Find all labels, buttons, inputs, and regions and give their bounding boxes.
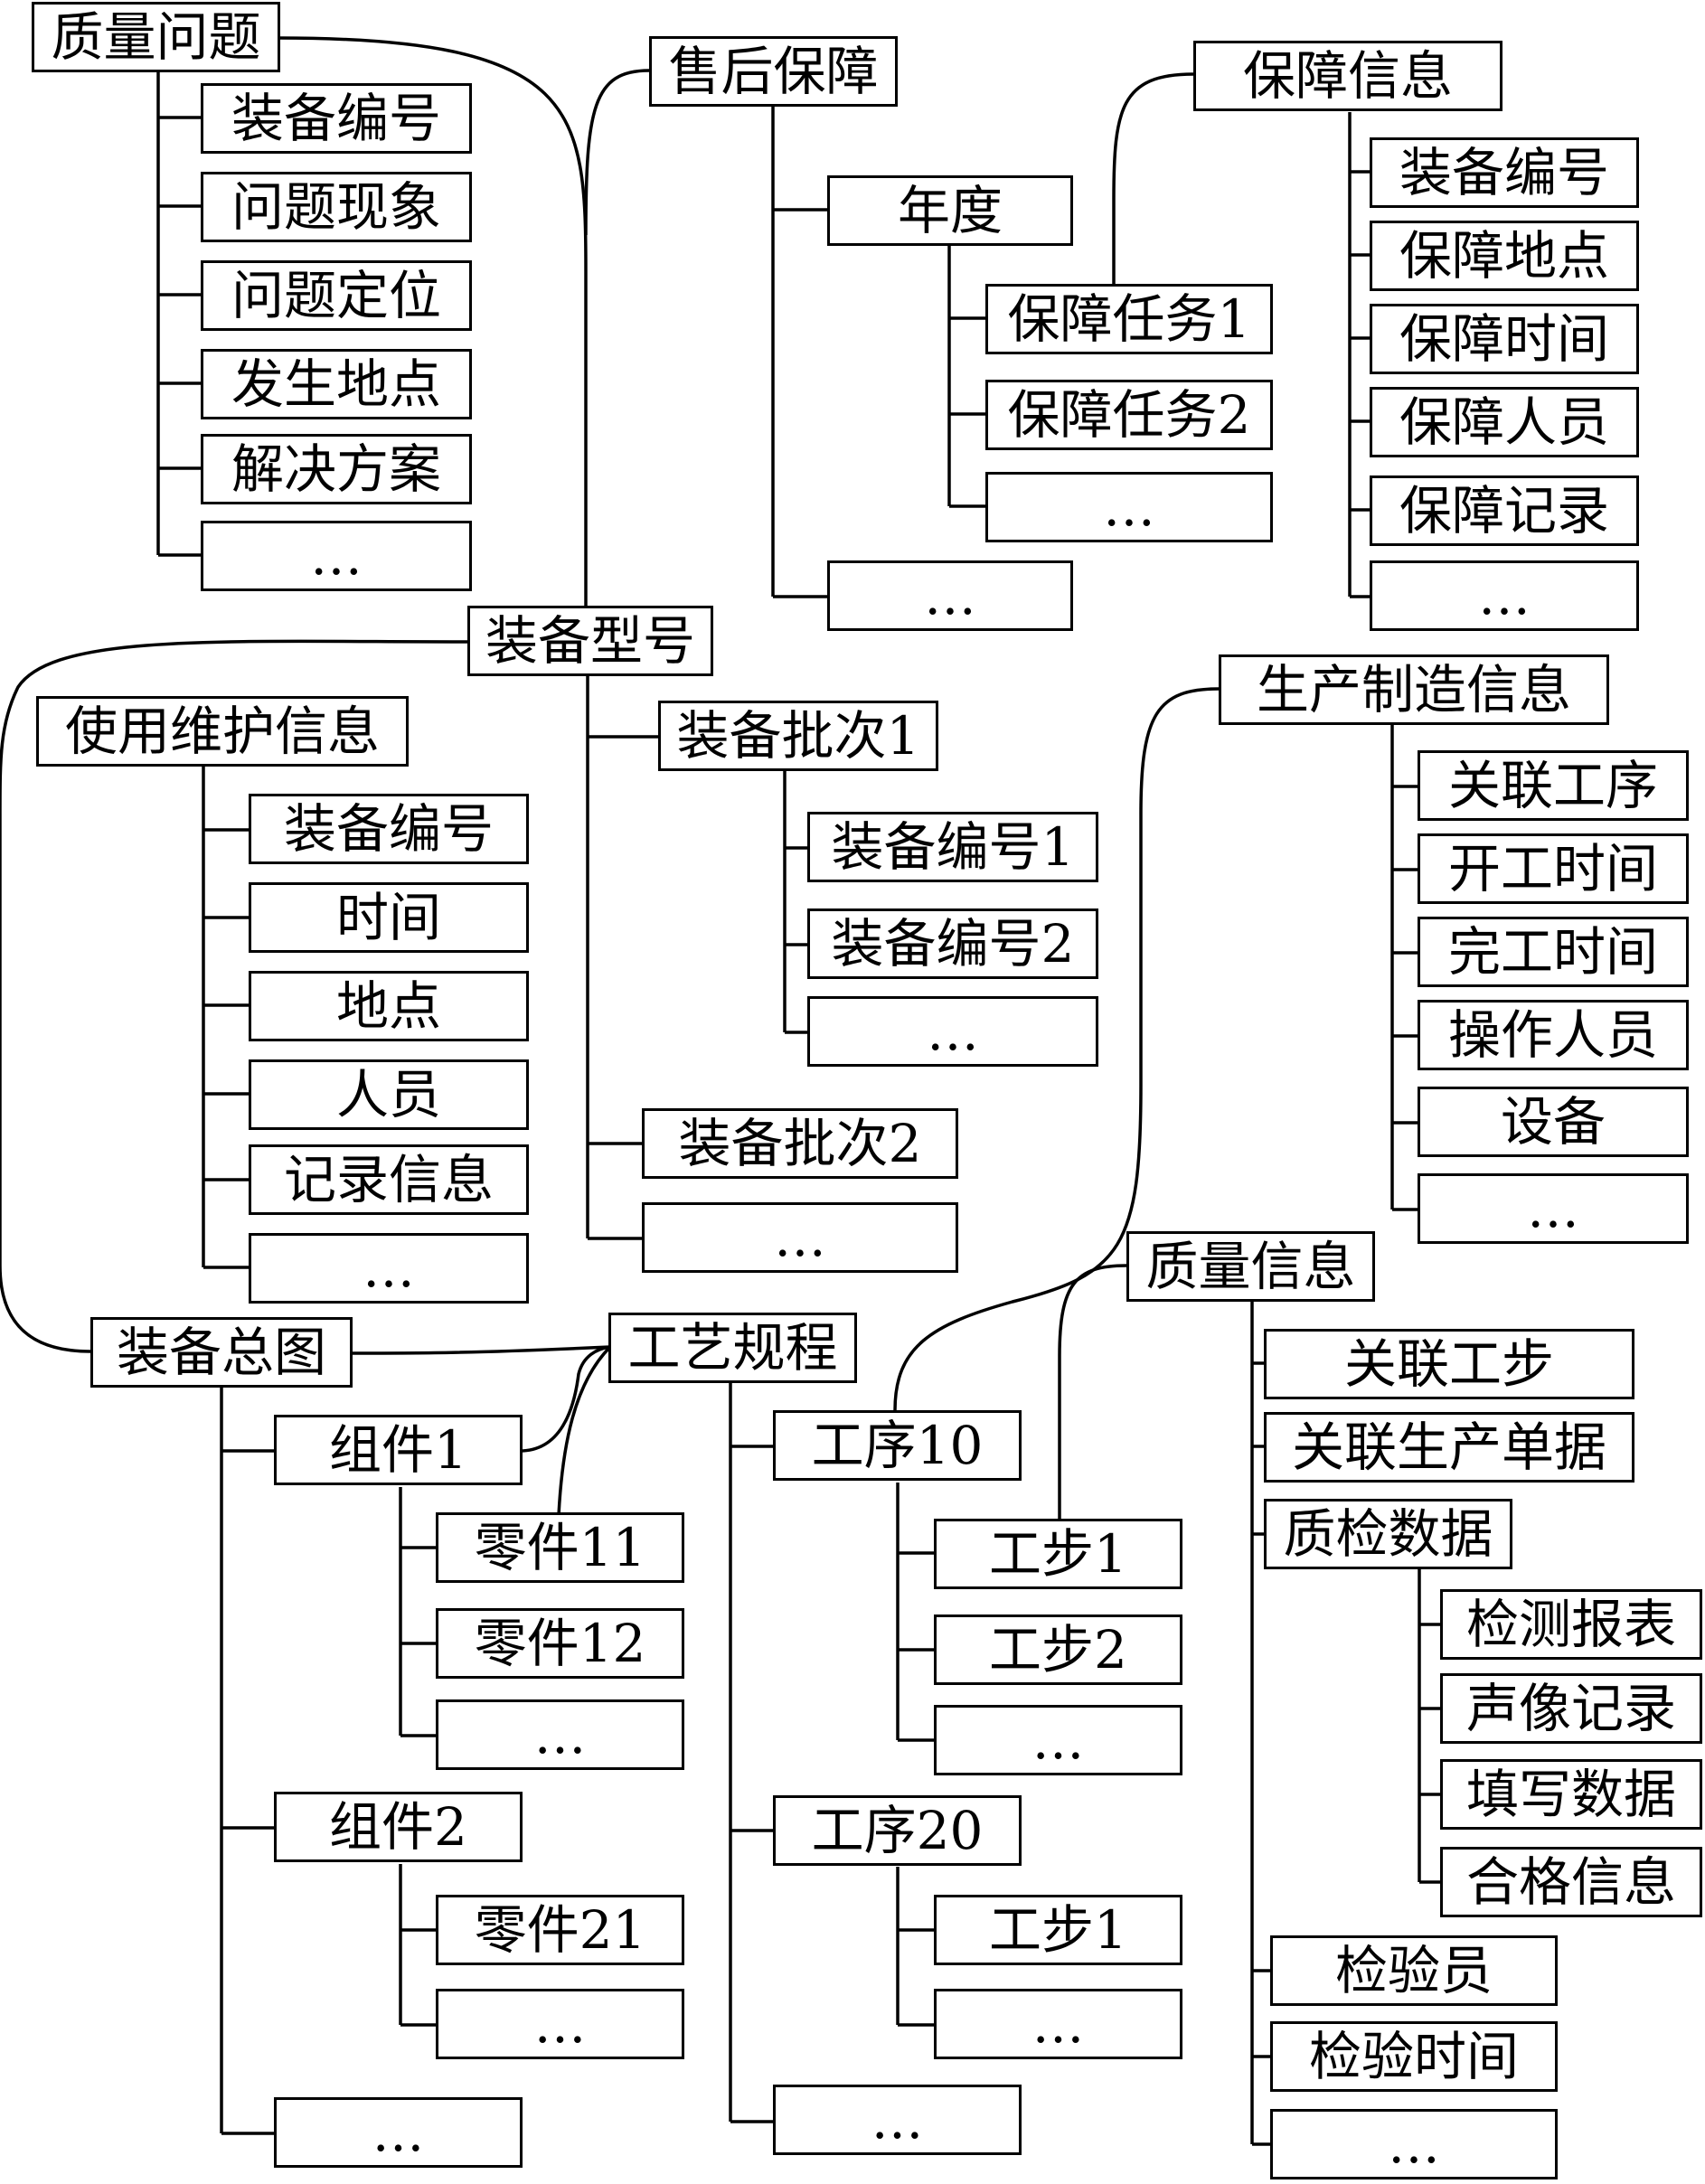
qi-item-production-document: 关联生产单据 (1264, 1412, 1634, 1483)
procedure-20-step-1: 工步1 (934, 1895, 1182, 1965)
pi-item-more: … (1418, 1173, 1689, 1244)
qualification-info: 合格信息 (1440, 1847, 1702, 1917)
procedure-10-step-2: 工步2 (934, 1614, 1182, 1685)
after-sales-node: 售后保障 (649, 36, 898, 107)
gi-item-more: … (1370, 560, 1639, 631)
procedure-10-step-1: 工步1 (934, 1519, 1182, 1589)
batch-1-more: … (807, 996, 1098, 1067)
guarantee-task-2-node: 保障任务2 (985, 380, 1273, 450)
um-item-personnel: 人员 (249, 1059, 529, 1130)
gi-item-equipment-no: 装备编号 (1370, 137, 1639, 208)
components-more: … (274, 2097, 523, 2168)
component-1-part-12: 零件12 (436, 1608, 684, 1679)
component-2-parts-more: … (436, 1989, 684, 2059)
um-item-more: … (249, 1233, 529, 1304)
batch-1-equipment-no-2: 装备编号2 (807, 908, 1098, 979)
batch-more: … (642, 1202, 958, 1273)
qp-item-location: 问题定位 (201, 260, 472, 331)
pi-item-finish-time: 完工时间 (1418, 917, 1689, 987)
usage-maintenance-node: 使用维护信息 (36, 696, 409, 767)
procedure-10-steps-more: … (934, 1705, 1182, 1775)
qi-item-more: … (1270, 2109, 1558, 2179)
pi-item-operator: 操作人员 (1418, 1000, 1689, 1070)
gi-item-record: 保障记录 (1370, 475, 1639, 546)
batch-2-node: 装备批次2 (642, 1108, 958, 1179)
qp-item-site: 发生地点 (201, 349, 472, 419)
qp-item-more: … (201, 521, 472, 591)
qi-item-step: 关联工步 (1264, 1329, 1634, 1399)
guarantee-task-1-node: 保障任务1 (985, 284, 1273, 354)
assembly-drawing-node: 装备总图 (90, 1317, 353, 1388)
procedure-20-steps-more: … (934, 1989, 1182, 2059)
quality-info-node: 质量信息 (1126, 1231, 1375, 1302)
equipment-model-node: 装备型号 (467, 606, 713, 676)
um-item-time: 时间 (249, 882, 529, 953)
batch-1-node: 装备批次1 (658, 701, 938, 771)
gi-item-site: 保障地点 (1370, 221, 1639, 291)
production-info-node: 生产制造信息 (1219, 654, 1609, 725)
um-item-site: 地点 (249, 971, 529, 1041)
qp-item-equipment-no: 装备编号 (201, 83, 472, 154)
procedures-more: … (773, 2085, 1022, 2155)
audio-visual-record: 声像记录 (1440, 1673, 1702, 1744)
guarantee-info-node: 保障信息 (1193, 41, 1502, 111)
procedure-10-node: 工序10 (773, 1410, 1022, 1481)
filled-data: 填写数据 (1440, 1759, 1702, 1830)
gi-item-time: 保障时间 (1370, 304, 1639, 374)
component-1-parts-more: … (436, 1699, 684, 1770)
pi-item-start-time: 开工时间 (1418, 833, 1689, 904)
guarantee-task-more: … (985, 472, 1273, 542)
pi-item-procedure: 关联工序 (1418, 750, 1689, 821)
quality-problem-node: 质量问题 (32, 2, 280, 72)
component-1-node: 组件1 (274, 1415, 523, 1485)
gi-item-personnel: 保障人员 (1370, 387, 1639, 457)
process-spec-node: 工艺规程 (608, 1313, 857, 1383)
batch-1-equipment-no-1: 装备编号1 (807, 812, 1098, 882)
qi-item-inspection-time: 检验时间 (1270, 2021, 1558, 2092)
after-sales-more: … (827, 560, 1073, 631)
inspection-report: 检测报表 (1440, 1589, 1702, 1660)
qp-item-solution: 解决方案 (201, 434, 472, 504)
year-node: 年度 (827, 175, 1073, 246)
component-1-part-11: 零件11 (436, 1512, 684, 1583)
component-2-part-21: 零件21 (436, 1895, 684, 1965)
um-item-equipment-no: 装备编号 (249, 794, 529, 864)
procedure-20-node: 工序20 (773, 1795, 1022, 1866)
qi-item-inspection-data: 质检数据 (1264, 1499, 1512, 1569)
qi-item-inspector: 检验员 (1270, 1935, 1558, 2006)
component-2-node: 组件2 (274, 1792, 523, 1862)
pi-item-equipment: 设备 (1418, 1087, 1689, 1157)
qp-item-symptom: 问题现象 (201, 172, 472, 242)
um-item-record: 记录信息 (249, 1144, 529, 1215)
